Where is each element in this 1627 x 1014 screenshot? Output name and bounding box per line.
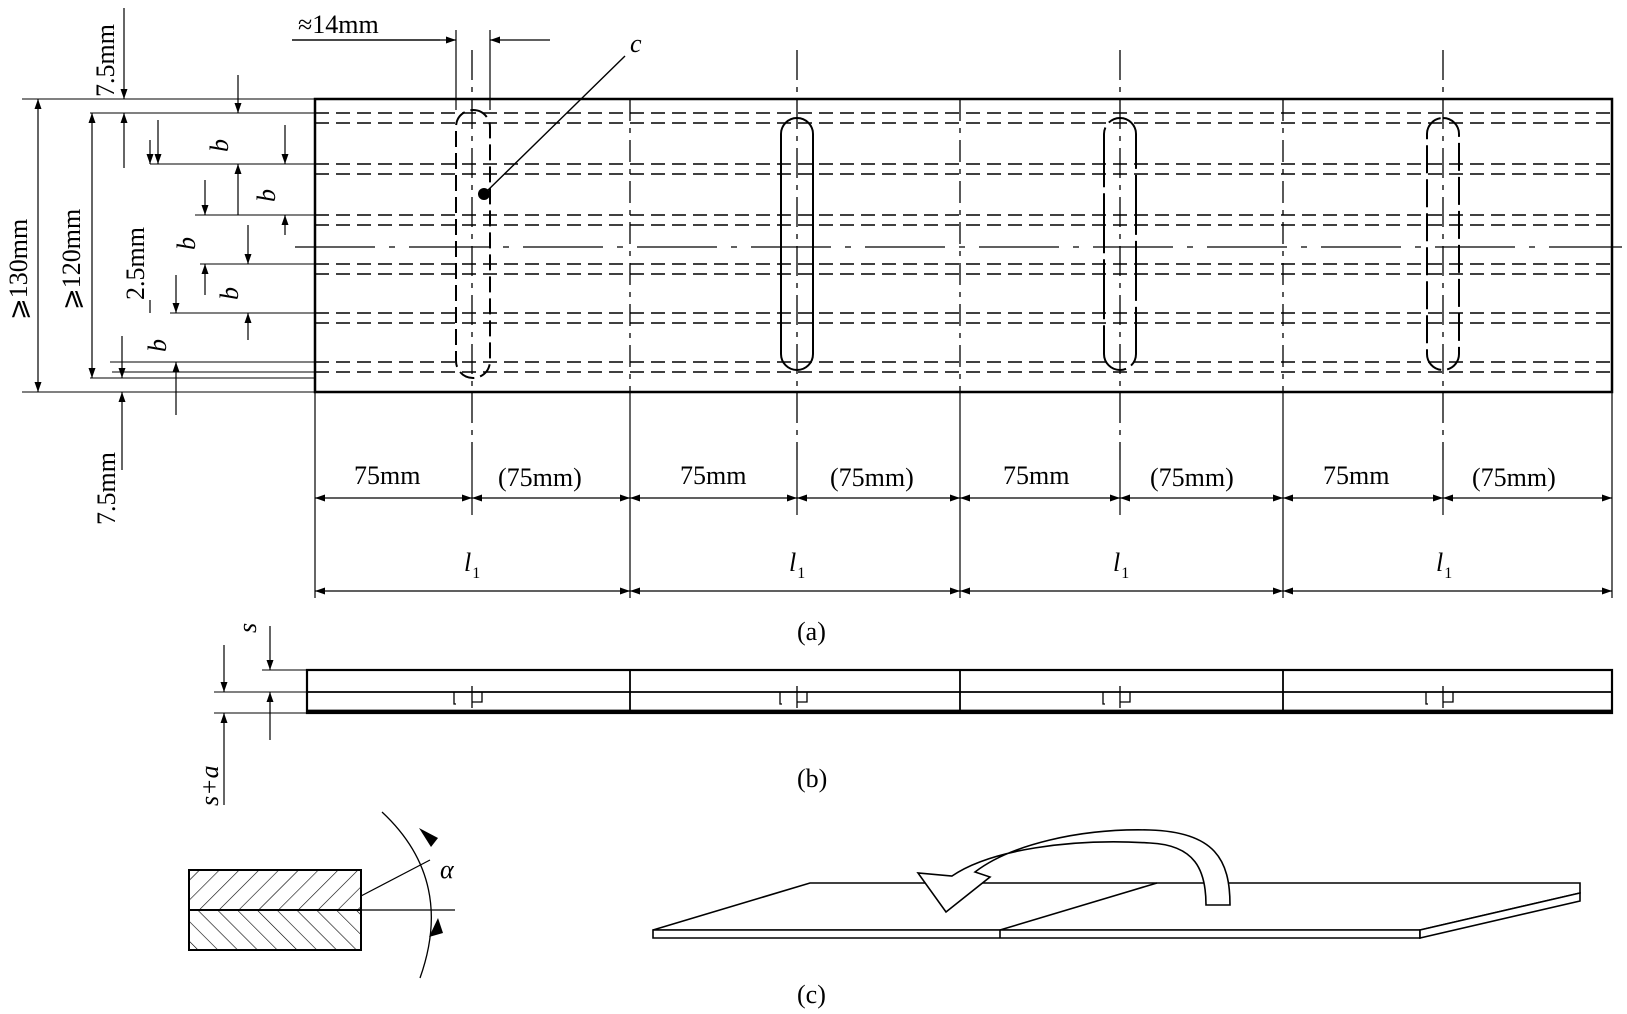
l1-label-2: l1 — [789, 548, 805, 582]
left-extension-lines — [22, 98, 315, 393]
seg-75-paren-2: (75mm) — [830, 463, 914, 492]
seg-75-2: 75mm — [680, 461, 746, 490]
l1-label-1: l1 — [464, 548, 480, 582]
view-a-labels: ≈14mm c 7.5mm ⩾130mm ⩾120mm 2.5mm 7.5mm … — [4, 10, 1556, 646]
bottom-extension-lines — [314, 392, 1613, 598]
dim-slot-width: ≈14mm — [298, 10, 379, 39]
label-b-4: b — [215, 287, 244, 300]
seg-75-paren-3: (75mm) — [1150, 463, 1234, 492]
flip-arrow — [916, 829, 1231, 914]
slot-3 — [1103, 117, 1137, 371]
seg-75-paren-4: (75mm) — [1472, 463, 1556, 492]
label-alpha: α — [440, 855, 455, 884]
slot-marks-side — [453, 686, 1454, 708]
seg-75-3: 75mm — [1003, 461, 1069, 490]
dim-7-5-bottom: 7.5mm — [92, 452, 121, 525]
view-b-labels: s s+a (b) — [195, 623, 827, 806]
dim-120: ⩾120mm — [57, 209, 86, 310]
leader-c — [483, 55, 626, 195]
view-b — [214, 626, 1614, 805]
view-c-labels: α (c) — [440, 855, 826, 1009]
section-bottom — [188, 909, 362, 951]
dim-130: ⩾130mm — [4, 219, 33, 320]
dim-7-5-top: 7.5mm — [91, 24, 120, 97]
angle-arc — [381, 811, 432, 979]
label-s-plus-a: s+a — [195, 765, 224, 806]
point-c — [478, 188, 490, 200]
folded-plate — [652, 882, 1581, 940]
view-a — [22, 8, 1622, 598]
label-c: c — [630, 29, 642, 58]
label-b-2: b — [252, 189, 281, 202]
label-s: s — [233, 623, 262, 633]
seg-75-4: 75mm — [1323, 461, 1389, 490]
view-c — [188, 811, 1581, 979]
section-top — [188, 869, 362, 911]
label-b-5: b — [143, 339, 172, 352]
slot-centerlines — [471, 50, 1444, 460]
section-separators — [629, 99, 1284, 392]
label-b-3: b — [172, 237, 201, 250]
label-b-1: b — [205, 139, 234, 152]
b-dimension-arrows — [146, 75, 289, 415]
seg-75-paren-1: (75mm) — [498, 463, 582, 492]
plate-outline — [313, 97, 1614, 394]
caption-b: (b) — [797, 764, 827, 793]
l1-label-4: l1 — [1436, 548, 1452, 582]
slot-2 — [780, 117, 814, 371]
caption-a: (a) — [797, 617, 826, 646]
caption-c: (c) — [797, 980, 826, 1009]
l1-label-3: l1 — [1113, 548, 1129, 582]
slot-1 — [455, 109, 491, 379]
seg-75-1: 75mm — [354, 461, 420, 490]
dim-2-5: 2.5mm — [121, 227, 150, 300]
slot-4 — [1426, 117, 1460, 371]
strip-dashed-lines — [315, 112, 1612, 373]
